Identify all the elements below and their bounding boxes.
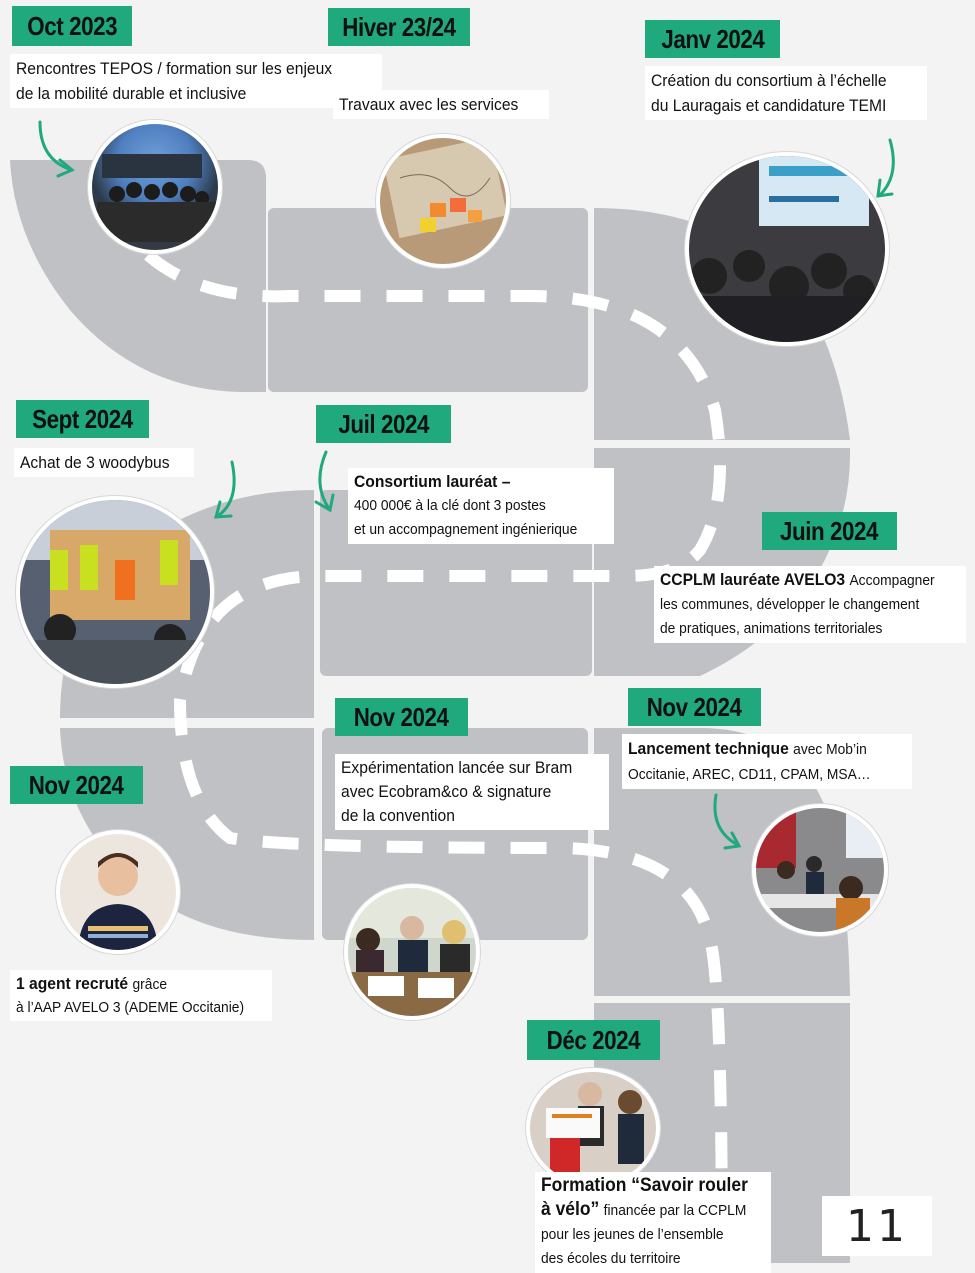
award-photo-icon: [526, 1068, 660, 1188]
date-tag-nov2024-center: Nov 2024: [335, 698, 468, 736]
date-tag-dec2024: Déc 2024: [527, 1020, 660, 1060]
signature-photo-icon: [344, 884, 480, 1020]
presentation-photo-icon: [685, 152, 889, 346]
group-photo-icon: [88, 120, 222, 254]
date-tag-oct2023: Oct 2023: [12, 6, 132, 46]
woodybus-photo-icon: [16, 496, 214, 688]
label-juil2024: Consortium lauréat –400 000€ à la clé do…: [348, 468, 614, 544]
date-tag-janv2024: Janv 2024: [645, 20, 780, 58]
meeting-photo-icon: [752, 804, 888, 936]
label-juin2024: CCPLM lauréate AVELO3 Accompagner les co…: [654, 566, 966, 643]
label-dec2024: Formation “Savoir rouler à vélo” financé…: [535, 1172, 771, 1273]
label-nov2024-left: 1 agent recruté grâce à l’AAP AVELO 3 (A…: [10, 970, 272, 1021]
label-hiver: Travaux avec les services: [333, 90, 549, 119]
portrait-photo-icon: [56, 830, 180, 954]
dashed-route: [144, 250, 728, 1263]
label-sept2024: Achat de 3 woodybus: [14, 448, 194, 477]
map-workshop-icon: [376, 134, 510, 268]
date-tag-nov2024-left: Nov 2024: [10, 766, 143, 804]
date-tag-sept2024: Sept 2024: [16, 400, 149, 438]
date-tag-juil2024: Juil 2024: [316, 405, 451, 443]
date-tag-hiver: Hiver 23/24: [328, 8, 470, 46]
date-tag-nov2024-right: Nov 2024: [628, 688, 761, 726]
page-number: 11: [822, 1196, 932, 1256]
label-nov2024-right: Lancement technique avec Mob’in Occitani…: [622, 734, 912, 789]
label-oct2023: Rencontres TEPOS / formation sur les enj…: [10, 54, 382, 108]
arrows: [38, 120, 895, 850]
date-tag-juin2024: Juin 2024: [762, 512, 897, 550]
